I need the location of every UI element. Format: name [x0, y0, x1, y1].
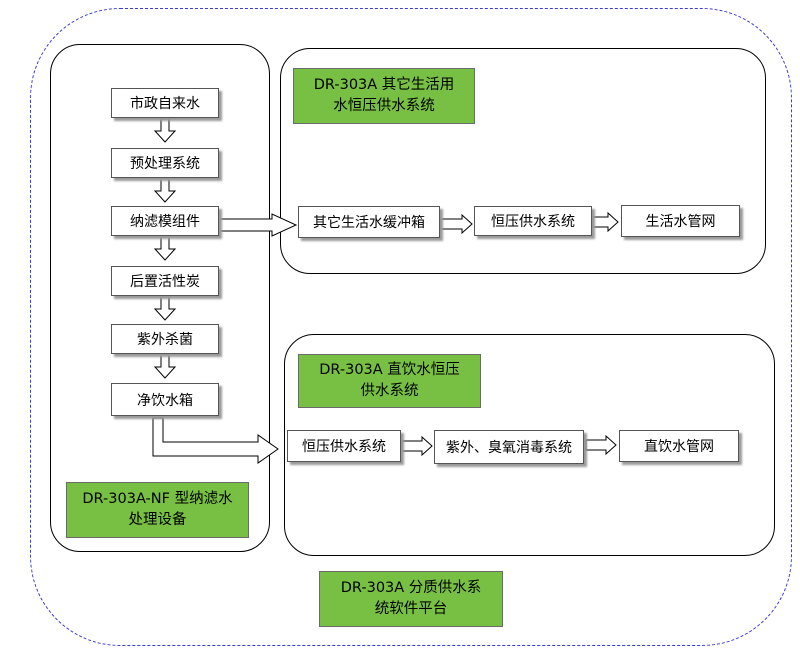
step-nanofiltration-module: 纳滤模组件 — [111, 206, 219, 236]
step-pretreatment-system: 预处理系统 — [111, 148, 219, 178]
step-activated-carbon: 后置活性炭 — [111, 266, 219, 296]
step-domestic-buffer-tank: 其它生活水缓冲箱 — [298, 206, 440, 238]
step-domestic-constant-pressure: 恒压供水系统 — [474, 206, 592, 236]
nf-equipment-label: DR-303A-NF 型纳滤水 处理设备 — [66, 482, 249, 538]
platform-label: DR-303A 分质供水系 统软件平台 — [319, 571, 503, 627]
step-drinking-constant-pressure: 恒压供水系统 — [287, 430, 401, 462]
step-uv-sterilization: 紫外杀菌 — [111, 324, 219, 354]
step-drinking-pipe-network: 直饮水管网 — [619, 430, 739, 462]
step-uv-ozone-disinfection: 紫外、臭氧消毒系统 — [434, 430, 584, 464]
domestic-system-label: DR-303A 其它生活用 水恒压供水系统 — [293, 68, 475, 124]
drinking-system-label: DR-303A 直饮水恒压 供水系统 — [298, 354, 481, 408]
platform-boundary — [30, 8, 792, 646]
step-municipal-water: 市政自来水 — [111, 88, 219, 118]
step-domestic-pipe-network: 生活水管网 — [621, 205, 740, 237]
nf-equipment-panel — [50, 44, 270, 552]
step-clean-water-tank: 净饮水箱 — [111, 383, 219, 416]
